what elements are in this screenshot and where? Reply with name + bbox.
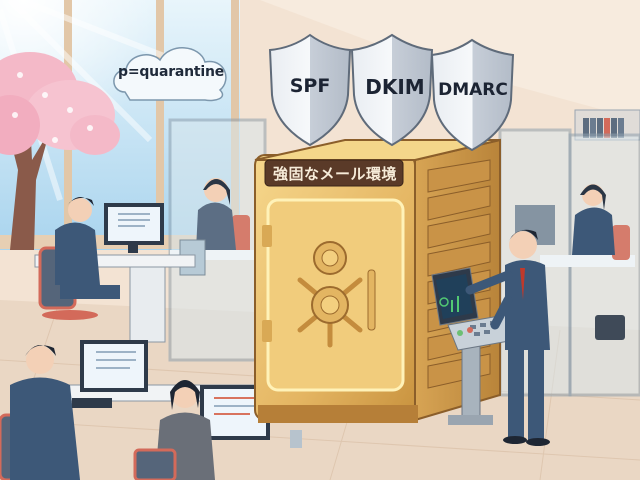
shield-label-dmarc: DMARC — [438, 80, 508, 100]
cherry-blossom-tree — [0, 52, 120, 250]
shield-icon-dmarc — [430, 38, 515, 152]
woman-in-booth — [170, 178, 260, 276]
woman-right-office — [515, 184, 635, 340]
safe-sign-label: 強固なメール環境 — [273, 165, 398, 183]
cloud-icon — [113, 47, 227, 102]
shield-icon-spf — [268, 33, 352, 147]
cloud-label: p=quarantine — [118, 64, 225, 80]
man-at-control-panel — [465, 229, 550, 446]
shield-label-dkim: DKIM — [365, 75, 425, 99]
man-at-desk-left — [34, 197, 196, 343]
shield-label-spf: SPF — [289, 75, 331, 97]
shield-icon-dkim — [350, 33, 434, 147]
